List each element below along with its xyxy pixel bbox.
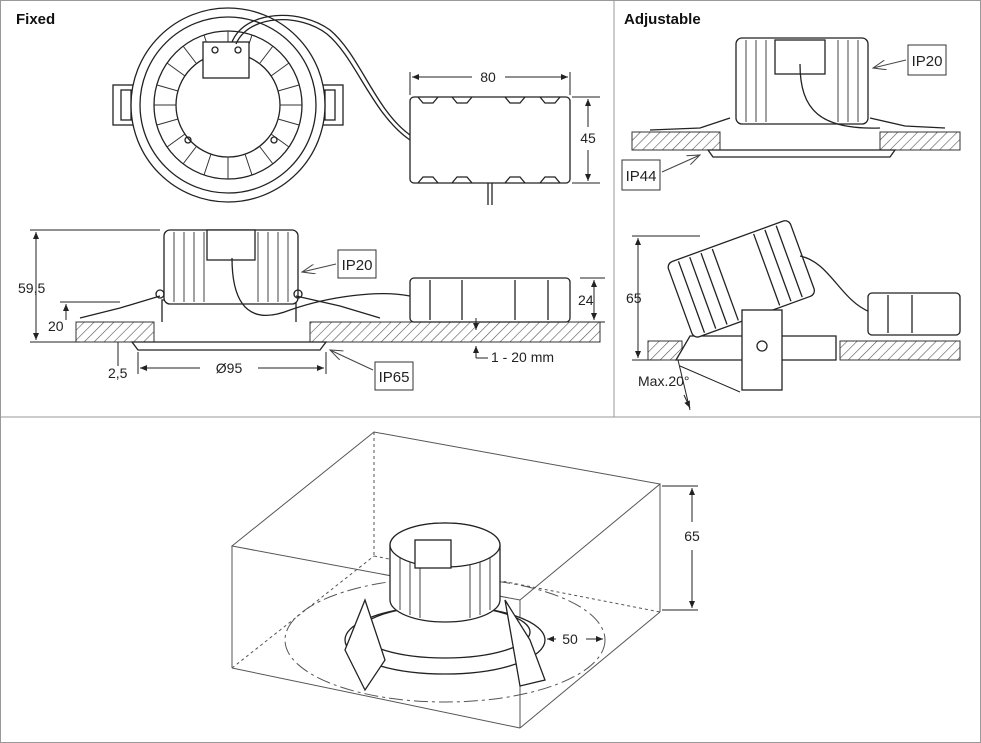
ip-label: IP65	[379, 369, 410, 386]
adjustable-ceiling-side	[647, 340, 961, 361]
ip-rating-fixed-bottom: IP65	[330, 350, 414, 391]
fixed-driver-side	[409, 277, 571, 323]
fixed-panel-title: Fixed	[16, 11, 55, 28]
label-adjustable-height: 65	[626, 290, 642, 306]
dim-driver-height	[572, 96, 600, 184]
label-cutout: Ø95	[216, 360, 243, 376]
ip-rating-adjustable-top: IP20	[873, 44, 947, 76]
label-total-height: 59,5	[18, 280, 45, 296]
label-driver-width: 80	[480, 69, 496, 85]
label-driver-box-height: 24	[578, 292, 594, 308]
ip-label: IP20	[912, 53, 943, 70]
ip-rating-fixed-top: IP20	[302, 249, 377, 279]
fixed-driver-top	[409, 96, 571, 205]
fixed-ceiling	[75, 321, 601, 343]
ip-label: IP20	[342, 257, 373, 274]
ip-rating-adjustable-bottom: IP44	[621, 155, 700, 191]
clearance-luminaire	[344, 522, 546, 692]
adjustable-panel-title: Adjustable	[624, 11, 701, 28]
dim-driver-width	[409, 72, 571, 95]
dim-adjustable-side	[632, 235, 741, 411]
label-ceiling-thickness: 1 - 20 mm	[491, 349, 554, 365]
fixed-side-luminaire	[79, 229, 411, 351]
dim-clearance	[547, 485, 698, 642]
adjustable-luminaire-side	[667, 220, 961, 391]
heatsink-fins	[154, 31, 302, 179]
label-driver-height: 45	[580, 130, 596, 146]
label-clearance-height: 65	[684, 528, 700, 544]
fixed-top-view	[112, 7, 411, 203]
adjustable-luminaire-top	[649, 37, 946, 158]
dim-fixed-side	[30, 229, 605, 374]
label-clearance-radius: 50	[562, 631, 578, 647]
adjustable-ceiling-top	[631, 131, 961, 151]
ip-label: IP44	[626, 168, 657, 185]
label-below-height: 20	[48, 318, 64, 334]
label-bezel: 2,5	[108, 365, 128, 381]
label-tilt: Max.20°	[638, 373, 690, 389]
